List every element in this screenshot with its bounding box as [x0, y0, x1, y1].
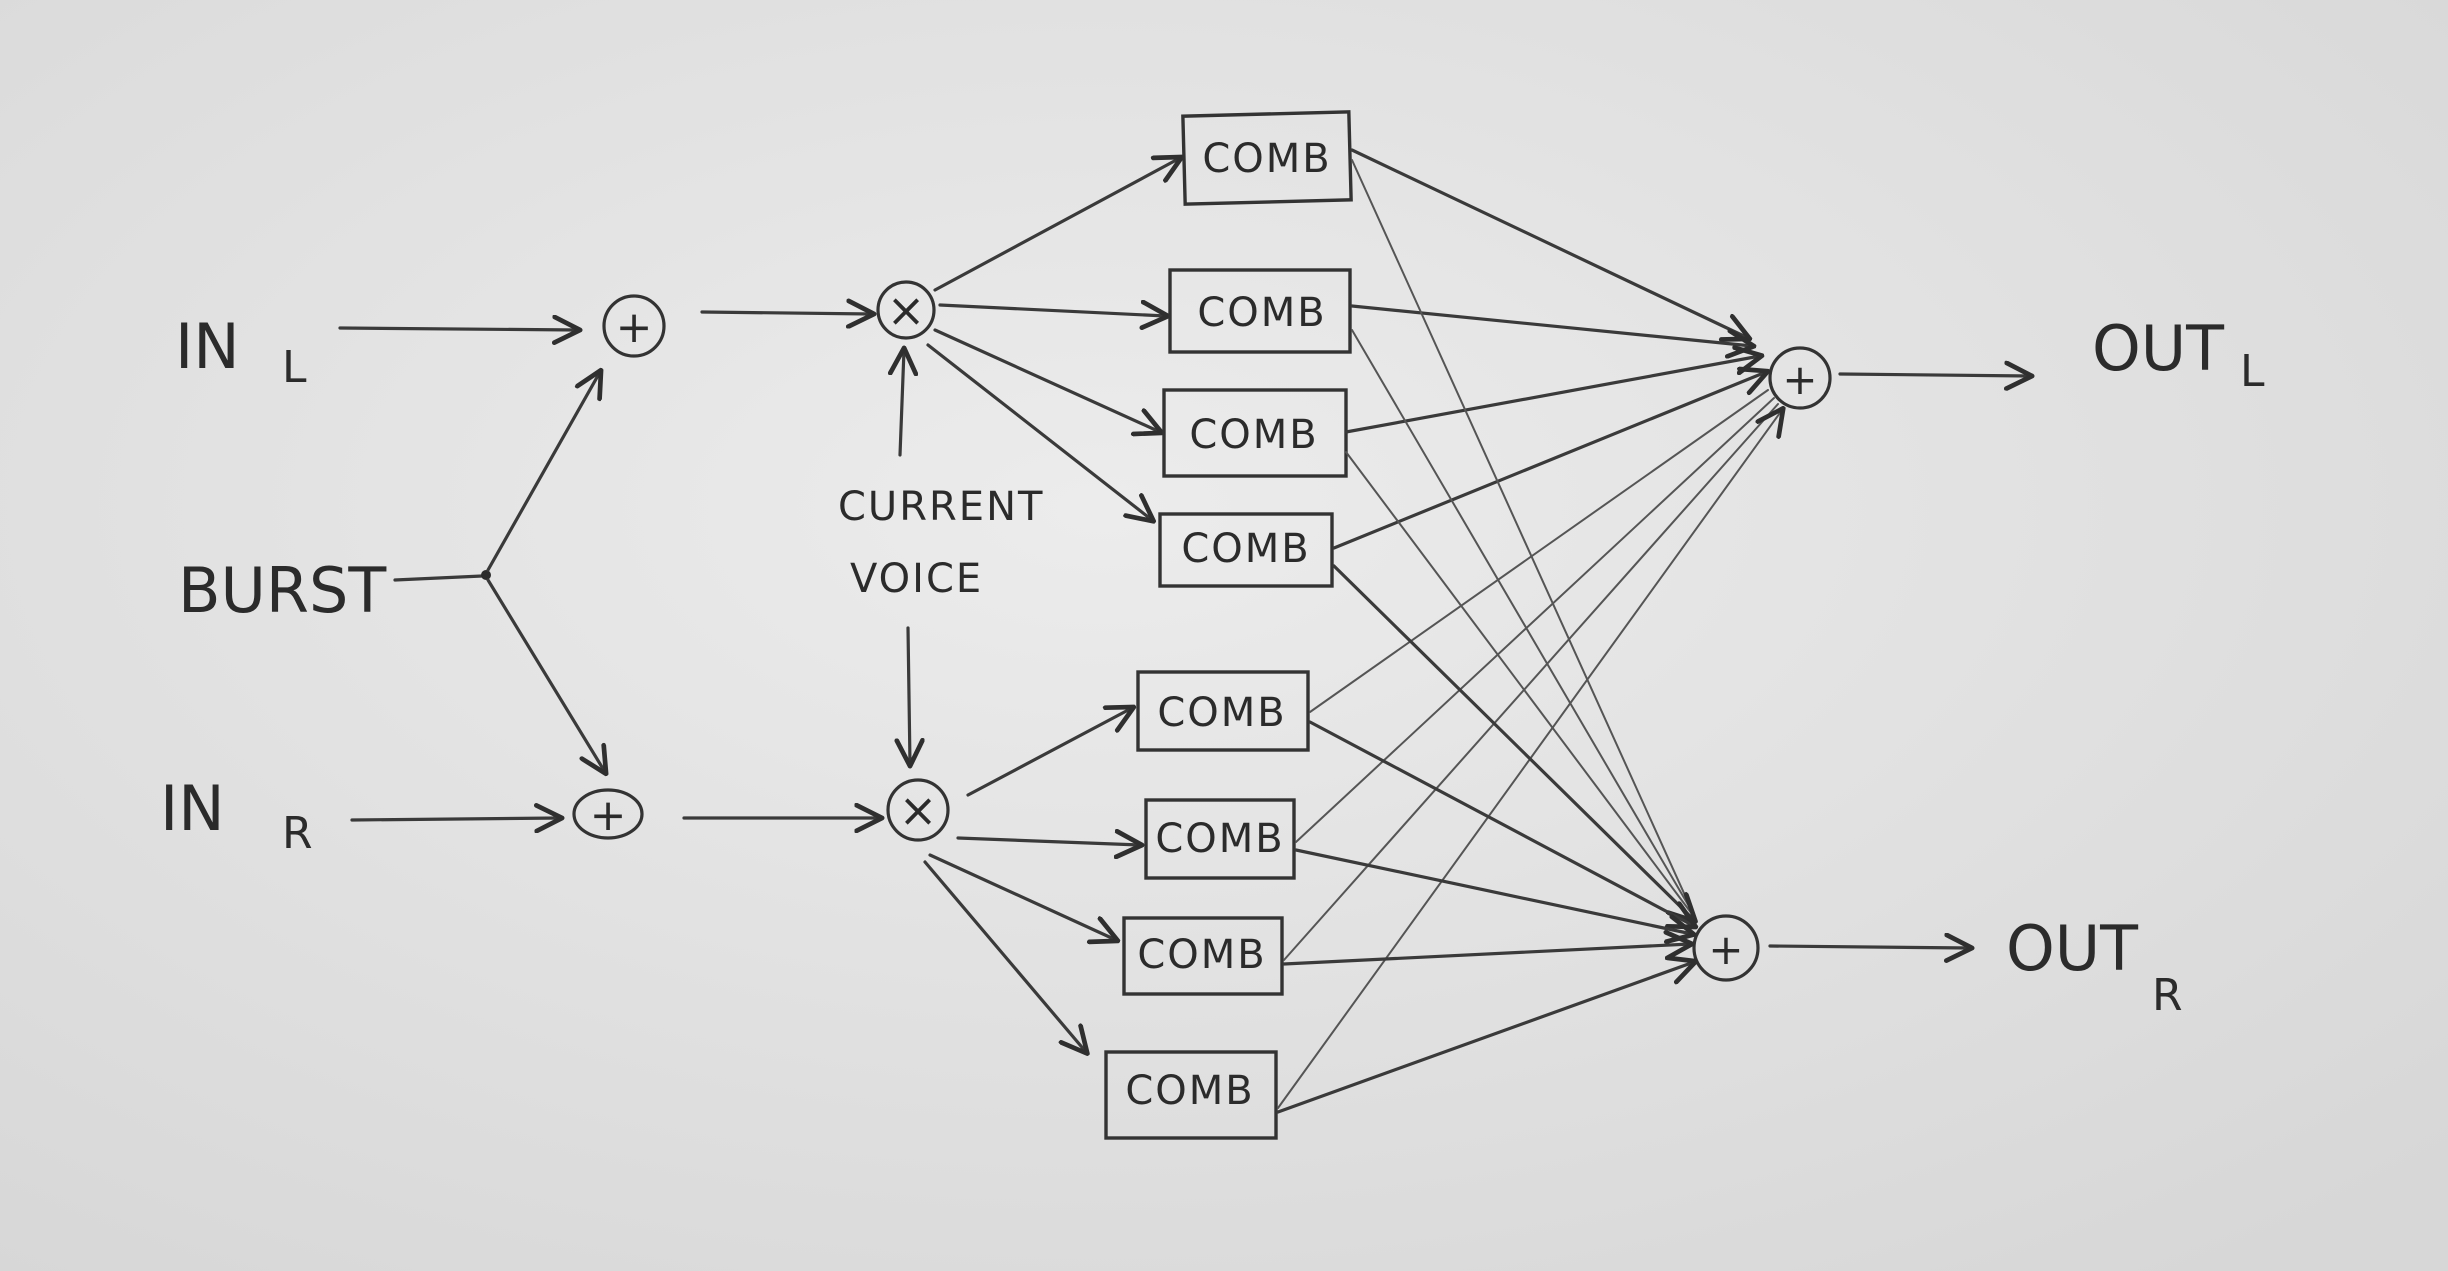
svg-text:IN: IN	[160, 772, 225, 845]
svg-text:OUT: OUT	[2006, 912, 2139, 985]
sum-node-right: +	[572, 788, 644, 841]
svg-text:+: +	[616, 302, 653, 353]
svg-text:COMB: COMB	[1155, 816, 1284, 862]
svg-text:+: +	[590, 790, 627, 841]
comb-right-3: COMB	[1122, 916, 1284, 996]
current-voice-label: CURRENT VOICE	[838, 484, 1044, 602]
comb-left-2: COMB	[1168, 268, 1352, 354]
svg-text:L: L	[282, 342, 307, 393]
burst-label: BURST	[178, 554, 387, 627]
sum-node-left: +	[602, 294, 666, 358]
edge-burst-to-sum-l	[486, 372, 600, 572]
svg-text:+: +	[1782, 355, 1817, 404]
edge-sum-out-r-to-out-r	[1768, 946, 1970, 948]
edge-voice-to-mult-r	[908, 626, 910, 764]
svg-text:R: R	[282, 808, 313, 859]
edge-sum-out-l-to-out-l	[1838, 374, 2030, 376]
output-right-label: OUT R	[2006, 912, 2183, 1021]
edge-burst-to-sum-r	[486, 578, 605, 772]
svg-text:VOICE: VOICE	[850, 556, 983, 602]
svg-text:BURST: BURST	[178, 554, 387, 627]
multiply-node-right: ×	[886, 778, 950, 842]
combs-to-out-right-edges	[1276, 159, 1694, 1114]
svg-text:OUT: OUT	[2092, 312, 2225, 385]
svg-text:R: R	[2152, 970, 2183, 1021]
burst-junction-dot	[481, 570, 491, 580]
comb-left-1: COMB	[1181, 110, 1353, 206]
mult-r-to-combs	[923, 708, 1140, 1052]
edge-burst-to-junction	[393, 574, 484, 582]
edge-sum-l-to-mult-l	[700, 312, 872, 314]
svg-text:COMB: COMB	[1157, 690, 1286, 736]
svg-text:COMB: COMB	[1137, 932, 1266, 978]
svg-text:IN: IN	[175, 310, 240, 383]
svg-text:COMB: COMB	[1202, 136, 1331, 182]
input-left-label: IN L	[175, 310, 307, 393]
svg-text:COMB: COMB	[1189, 412, 1318, 458]
edge-voice-to-mult-l	[900, 350, 904, 457]
output-left-label: OUT L	[2092, 312, 2265, 397]
svg-text:×: ×	[887, 283, 926, 337]
svg-text:×: ×	[899, 783, 938, 837]
edge-in-l-to-sum-l	[338, 328, 578, 330]
svg-text:COMB: COMB	[1181, 526, 1310, 572]
multiply-node-left: ×	[876, 280, 936, 340]
svg-text:COMB: COMB	[1197, 290, 1326, 336]
svg-text:CURRENT: CURRENT	[838, 484, 1044, 530]
svg-text:+: +	[1708, 925, 1743, 974]
comb-right-1: COMB	[1136, 670, 1310, 752]
comb-right-2: COMB	[1144, 798, 1296, 880]
comb-right-4: COMB	[1104, 1050, 1278, 1140]
comb-left-4: COMB	[1158, 512, 1334, 588]
mult-l-to-combs	[926, 158, 1180, 520]
input-right-label: IN R	[160, 772, 313, 859]
edge-in-r-to-sum-r	[350, 818, 560, 820]
svg-text:COMB: COMB	[1125, 1068, 1254, 1114]
svg-text:L: L	[2240, 346, 2265, 397]
